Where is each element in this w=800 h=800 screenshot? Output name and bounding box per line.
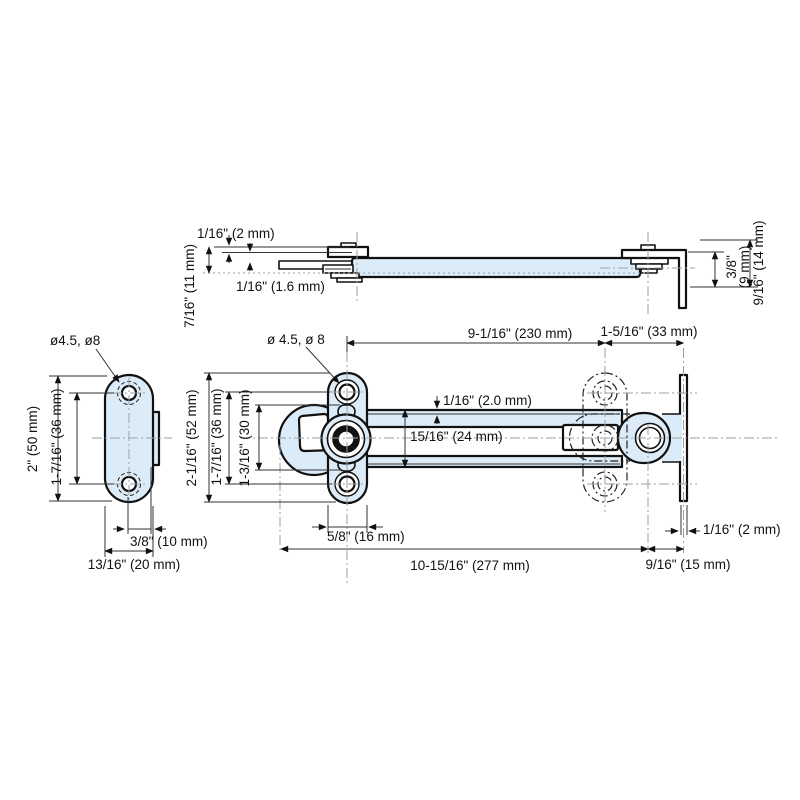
strike-dim-bump-label: 3/8" (10 mm) bbox=[130, 534, 208, 549]
dim-pivot-to-strike-label: 9-1/16" (230 mm) bbox=[468, 326, 573, 341]
bar-side bbox=[350, 256, 642, 279]
dim-plate-gap-label: 1/16" (1.6 mm) bbox=[236, 279, 325, 294]
plan-view: ø 4.5, ø 8 9-1/16" (230 mm) 1-5/16" (33 … bbox=[184, 324, 781, 583]
strike-plate-view: ø4.5, ø8 2" (50 mm) 1-7/16" (36 mm) 3/8"… bbox=[25, 333, 208, 572]
dim-bar-length-label: 10-15/16" (277 mm) bbox=[410, 558, 530, 573]
dim-hole-spacing-label: 1-7/16" (36 mm) bbox=[209, 388, 224, 485]
dim-bar-lip-label: 1/16" (2.0 mm) bbox=[443, 393, 532, 408]
dim-flange-width-label: 5/8" (16 mm) bbox=[327, 529, 405, 544]
dim-tab-span-label: 1-3/16" (30 mm) bbox=[237, 389, 252, 486]
strike-dim-width-label: 13/16" (20 mm) bbox=[88, 557, 181, 572]
dim-flange-length-label: 2-1/16" (52 mm) bbox=[184, 389, 199, 486]
right-bracket-L bbox=[620, 248, 688, 310]
dim-bracket-in-label: 3/8" bbox=[724, 255, 739, 279]
strike-dim-hole-spacing-label: 1-7/16" (36 mm) bbox=[49, 388, 64, 485]
dim-bracket-mm-label: (9 mm) bbox=[737, 246, 752, 289]
dim-lip-label: 1/16" (2 mm) bbox=[197, 226, 275, 241]
dim-bar-width-label: 15/16" (24 mm) bbox=[410, 429, 503, 444]
dim-stack-height-label: 7/16" (11 mm) bbox=[182, 244, 197, 328]
pivot-bushing bbox=[333, 426, 359, 452]
dim-end-offset-label: 9/16" (15 mm) bbox=[645, 557, 730, 572]
strike-dim-length-label: 2" (50 mm) bbox=[25, 406, 40, 472]
dim-leg-label: 9/16" (14 mm) bbox=[751, 220, 766, 305]
strike-hole-note: ø4.5, ø8 bbox=[50, 333, 100, 348]
plan-hole-note: ø 4.5, ø 8 bbox=[267, 332, 325, 347]
dim-plate-thickness-label: 1/16" (2 mm) bbox=[703, 522, 781, 537]
dim-strike-to-end-label: 1-5/16" (33 mm) bbox=[600, 324, 697, 339]
side-view: 1/16" (2 mm) 1/16" (1.6 mm) 7/16" (11 mm… bbox=[182, 220, 766, 328]
